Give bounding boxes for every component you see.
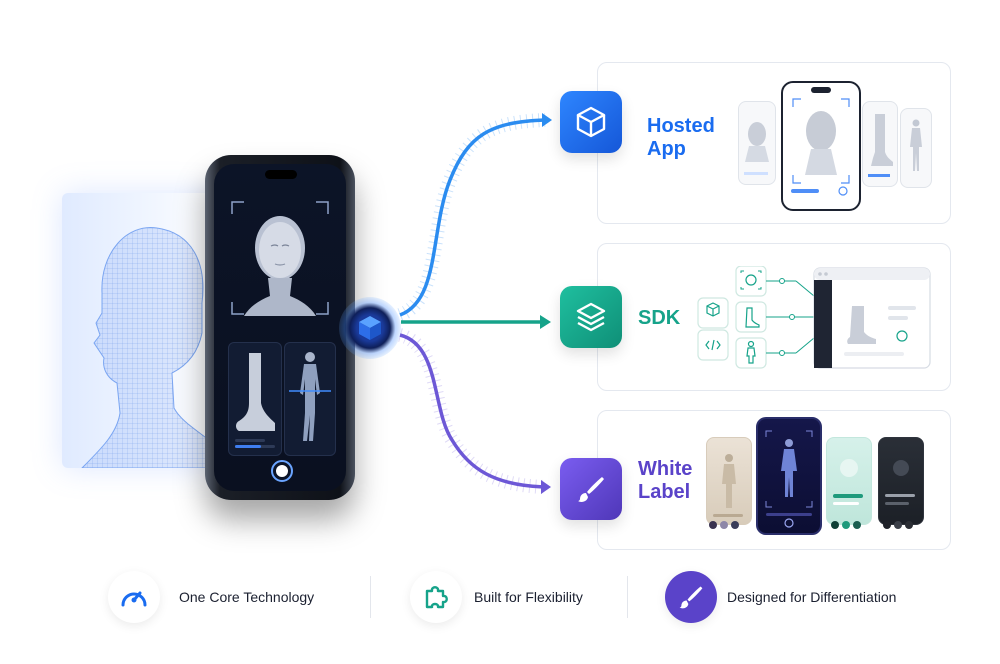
phone-screen	[214, 164, 346, 491]
feature-flexibility	[410, 571, 462, 623]
capture-button[interactable]	[271, 460, 293, 482]
hosted-app-label: Hosted App	[647, 115, 715, 160]
swatches-beige	[708, 517, 748, 535]
foot-scan-panel	[228, 342, 282, 456]
preview-body	[900, 108, 932, 188]
preview-face-left	[738, 101, 776, 185]
sdk-icon-tile	[560, 286, 622, 348]
white-label-card[interactable]: White Label	[560, 410, 951, 550]
face-scan-icon	[231, 201, 329, 316]
puzzle-icon	[410, 571, 462, 623]
preview-leg	[862, 101, 898, 187]
hosted-app-card[interactable]: Hosted App	[560, 62, 951, 224]
preview-theme-navy	[756, 417, 822, 535]
white-label-icon-tile	[560, 458, 622, 520]
body-scan-panel	[284, 342, 336, 456]
cube-icon	[576, 106, 606, 138]
feature-divider	[370, 576, 371, 618]
feature-core-technology	[108, 571, 160, 623]
swatches-mint	[830, 517, 870, 535]
white-label-label: White Label	[638, 458, 693, 503]
feature-divider	[627, 576, 628, 618]
wireframe-head-icon	[81, 226, 212, 468]
phone-device	[205, 155, 355, 500]
holographic-head-panel	[62, 193, 212, 468]
preview-theme-mint	[826, 437, 872, 525]
hosted-app-icon-tile	[560, 91, 622, 153]
feature-flexibility-label: Built for Flexibility	[474, 589, 583, 605]
preview-theme-beige	[706, 437, 752, 525]
core-hub	[339, 297, 401, 359]
phone-notch	[265, 170, 297, 179]
swatches-dark	[882, 517, 922, 535]
sdk-label: SDK	[638, 307, 681, 329]
feature-core-technology-label: One Core Technology	[179, 589, 315, 605]
speedometer-icon	[108, 571, 160, 623]
brush-icon	[665, 571, 717, 623]
feature-differentiation-label: Designed for Differentiation	[727, 589, 897, 605]
body-model-icon	[289, 352, 331, 441]
preview-theme-dark	[878, 437, 924, 525]
sdk-module-diagram	[697, 266, 931, 369]
feature-differentiation	[665, 571, 717, 623]
foot-model-icon	[235, 353, 275, 448]
layers-icon	[576, 302, 606, 332]
brush-icon	[578, 477, 604, 502]
cube-icon	[359, 316, 381, 340]
preview-face-main	[781, 81, 861, 211]
sdk-card[interactable]: SDK	[560, 243, 951, 391]
